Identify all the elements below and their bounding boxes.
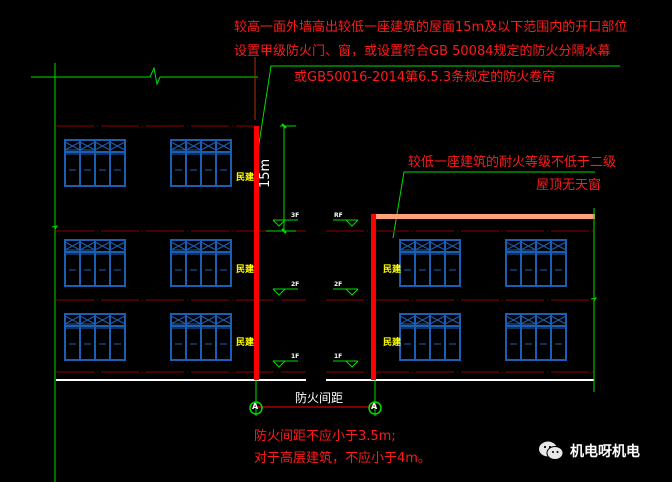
- wechat-icon: [539, 441, 564, 460]
- top-note-line2: 设置甲级防火门、窗，或设置符合GB 50084规定的防火分隔水幕: [234, 44, 611, 59]
- lower-building-firewall: [371, 214, 376, 380]
- building-label: 民建: [383, 265, 402, 275]
- watermark: 机电呀机电: [538, 440, 640, 462]
- axis-marker-a-right: A: [371, 402, 378, 411]
- building-label: 民建: [383, 338, 402, 348]
- height-dimension-label: 15m: [258, 158, 273, 188]
- floor-level-right: RF: [334, 212, 343, 219]
- building-label: 民建: [236, 173, 255, 183]
- watermark-text: 机电呀机电: [570, 444, 640, 460]
- building-label: 民建: [236, 265, 255, 275]
- bottom-note-line1: 防火间距不应小于3.5m;: [254, 429, 396, 444]
- floor-level-left: 1F: [291, 353, 300, 360]
- floor-level-right: 1F: [334, 353, 343, 360]
- break-line: [31, 66, 258, 86]
- axis-marker-a-left: A: [252, 402, 259, 411]
- right-note-line1: 较低一座建筑的耐火等级不低于二级: [408, 155, 617, 170]
- bottom-note-line2: 对于高层建筑，不应小于4m。: [254, 451, 431, 466]
- top-note-line3: 或GB50016-2014第6.5.3条规定的防火卷帘: [294, 70, 556, 85]
- floor-level-left: 3F: [291, 212, 300, 219]
- floor-level-right: 2F: [334, 281, 343, 288]
- right-note-line2: 屋顶无天窗: [536, 178, 602, 193]
- lower-building-roof: [374, 214, 595, 219]
- building-label: 民建: [236, 338, 255, 348]
- top-note-line1: 较高一面外墙高出较低一座建筑的屋面15m及以下范围内的开口部位: [234, 20, 628, 35]
- fire-spacing-label: 防火间距: [295, 391, 344, 405]
- floor-level-left: 2F: [291, 281, 300, 288]
- higher-building-firewall: [254, 126, 259, 380]
